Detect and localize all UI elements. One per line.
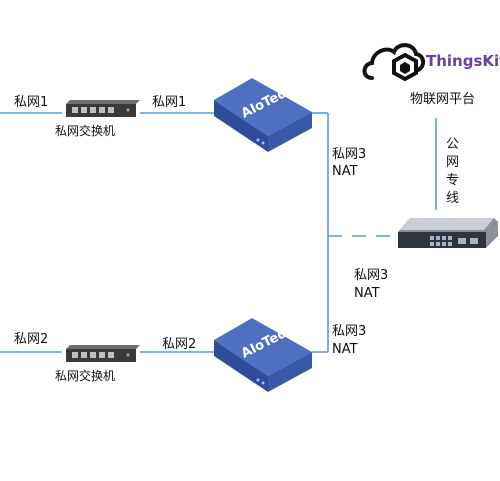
switch-top [66, 100, 140, 117]
dedicated-line-char: 线 [446, 191, 459, 206]
top-nat-net: 私网3 [332, 147, 366, 162]
router-nat-net: 私网3 [354, 268, 388, 283]
top-left-label: 私网1 [14, 95, 48, 110]
router-nat-text: NAT [354, 286, 380, 301]
dedicated-line-char: 公 [446, 137, 459, 152]
bottom-nat-text: NAT [332, 342, 358, 357]
top-nat-text: NAT [332, 164, 358, 179]
dedicated-line-char: 网 [446, 155, 459, 170]
brand-name: ThingsKit [426, 52, 500, 70]
dedicated-line-label: 公 网 专 线 [446, 137, 459, 206]
switch-bottom [66, 345, 140, 362]
dedicated-line-char: 专 [446, 173, 459, 188]
switch-top-caption: 私网交换机 [55, 123, 115, 138]
bottom-nat-net: 私网3 [332, 324, 366, 339]
gateway-bottom: AIoTedge [214, 318, 312, 392]
gateway-top: AIoTedge [214, 78, 312, 152]
bottom-mid-label: 私网2 [162, 337, 196, 352]
bottom-left-label: 私网2 [14, 332, 48, 347]
connection-lines [0, 112, 437, 353]
top-mid-label: 私网1 [152, 95, 186, 110]
router [398, 218, 498, 248]
platform-caption: 物联网平台 [410, 92, 475, 107]
cloud-icon [362, 43, 425, 82]
switch-bottom-caption: 私网交换机 [55, 368, 115, 383]
thingskit-logo: ThingsKit [362, 43, 500, 82]
